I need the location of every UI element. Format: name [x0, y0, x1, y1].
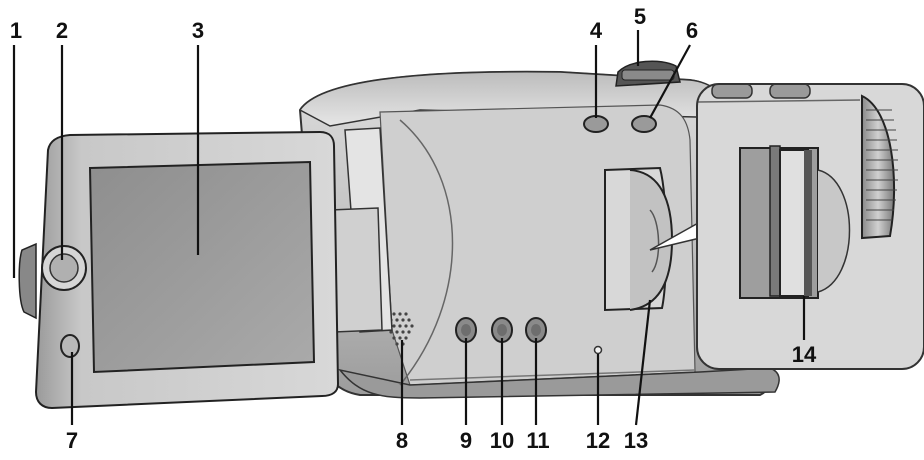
top-controls: [583, 60, 681, 133]
card-slot-inset: [696, 83, 924, 370]
callout-1: 1: [9, 18, 23, 43]
callout-2: 2: [55, 18, 69, 43]
callout-14: 14: [791, 342, 817, 367]
callout-8: 8: [395, 428, 409, 453]
callout-3: 3: [191, 18, 205, 43]
callout-4: 4: [589, 18, 603, 43]
status-lamp: [593, 345, 603, 355]
callout-12: 12: [585, 428, 611, 453]
lcd-panel: [18, 130, 340, 410]
camera-body: [298, 60, 780, 399]
sd-card: [779, 149, 809, 297]
side-buttons: [455, 317, 547, 343]
callout-10: 10: [489, 428, 515, 453]
lcd-button: [60, 334, 80, 358]
callout-6: 6: [685, 18, 699, 43]
leader-lines: [12, 30, 806, 426]
callout-5: 5: [633, 4, 647, 29]
lcd-screen: [88, 160, 316, 374]
callout-13: 13: [623, 428, 649, 453]
callout-11: 11: [526, 428, 550, 453]
callout-9: 9: [459, 428, 473, 453]
callout-7: 7: [65, 428, 79, 453]
card-slot-door: [604, 166, 674, 312]
